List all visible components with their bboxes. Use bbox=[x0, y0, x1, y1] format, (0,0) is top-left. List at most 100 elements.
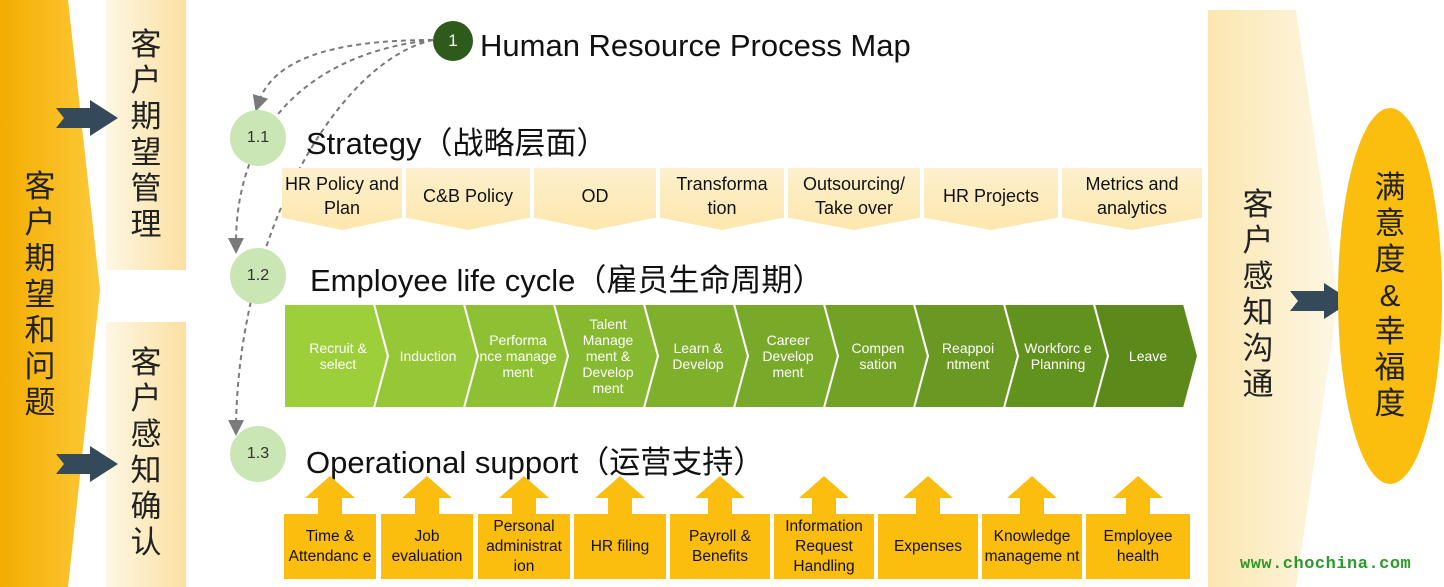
arrow-up-icon bbox=[1007, 476, 1057, 514]
section-title: Strategy（战略层面） bbox=[306, 126, 608, 161]
left-banner-char: 客 bbox=[24, 169, 56, 204]
right-banner-char: 户 bbox=[1242, 223, 1274, 258]
arrow-up-icon bbox=[402, 476, 452, 514]
support-item: Employee health bbox=[1086, 514, 1190, 579]
lifecycle-item: Leave bbox=[1128, 348, 1168, 364]
right-banner-text: 客户感知沟通 bbox=[1230, 187, 1286, 402]
strategy-tab-bg bbox=[282, 168, 402, 230]
strategy-tab-bg bbox=[660, 168, 784, 230]
strategy-item: C&B Policy bbox=[422, 186, 514, 206]
lifecycle-item: Compen sation bbox=[851, 340, 905, 372]
right-banner-char: 知 bbox=[1242, 295, 1274, 330]
lifecycle-item: Induction bbox=[399, 348, 457, 364]
perception-confirm-char: 客 bbox=[130, 345, 162, 380]
left-banner-shape bbox=[0, 0, 100, 587]
main-number: 1 bbox=[448, 31, 458, 50]
left-banner-text: 客户期望和问题 bbox=[14, 20, 66, 570]
main-number-badge: 1 bbox=[433, 21, 473, 61]
arrow-up-icon bbox=[499, 476, 549, 514]
arrow-up-icon bbox=[695, 476, 745, 514]
lifecycle-item: Workforc e Planning bbox=[1024, 340, 1092, 372]
left-banner-char: 题 bbox=[24, 385, 56, 420]
watermark: www.chochina.com bbox=[1240, 555, 1412, 574]
satisfaction-char: 福 bbox=[1374, 350, 1406, 385]
arrow-up-icon bbox=[903, 476, 953, 514]
support-item: Information Request Handling bbox=[774, 514, 874, 579]
section-number-badge: 1.2 bbox=[230, 248, 286, 304]
satisfaction-char: & bbox=[1379, 278, 1401, 313]
expect-mgmt-box bbox=[106, 0, 186, 270]
perception-confirm-char: 感 bbox=[130, 417, 162, 452]
support-item: Time & Attendanc e bbox=[284, 514, 376, 579]
perception-confirm-box bbox=[106, 322, 186, 587]
satisfaction-char: 满 bbox=[1374, 170, 1406, 205]
section-title: Operational support（运营支持） bbox=[306, 445, 765, 480]
lifecycle-item: Career Develop ment bbox=[762, 332, 814, 380]
satisfaction-ellipse bbox=[1338, 108, 1442, 484]
section-number-badge: 1.3 bbox=[230, 426, 286, 482]
expect-mgmt-char: 望 bbox=[130, 135, 162, 170]
perception-confirm-char: 知 bbox=[130, 453, 162, 488]
right-banner-shape bbox=[1208, 10, 1338, 587]
expect-mgmt-char: 理 bbox=[130, 207, 162, 242]
support-item: Expenses bbox=[878, 514, 978, 579]
arrow-right-icon bbox=[56, 100, 118, 136]
section-number-badge: 1.1 bbox=[230, 110, 286, 166]
expect-mgmt-char: 期 bbox=[130, 99, 162, 134]
arrow-right-icon bbox=[56, 446, 118, 482]
left-banner-char: 问 bbox=[24, 349, 56, 384]
strategy-item: HR Policy and Plan bbox=[284, 174, 400, 218]
support-item: Payroll & Benefits bbox=[670, 514, 770, 579]
satisfaction-char: 意 bbox=[1374, 206, 1406, 241]
page-title: Human Resource Process Map bbox=[480, 28, 911, 63]
lifecycle-item: Learn & Develop bbox=[672, 340, 724, 372]
strategy-tab-bg bbox=[406, 168, 530, 230]
strategy-item: Transforma tion bbox=[676, 174, 768, 218]
arrow-up-icon bbox=[799, 476, 849, 514]
strategy-item: OD bbox=[581, 186, 609, 206]
right-banner-char: 客 bbox=[1242, 187, 1274, 222]
support-item: HR filing bbox=[574, 514, 666, 579]
perception-confirm-char: 户 bbox=[130, 381, 162, 416]
lifecycle-item: Talent Manage ment & Develop ment bbox=[582, 316, 634, 396]
right-banner-char: 通 bbox=[1242, 367, 1274, 402]
support-item: Knowledge manageme nt bbox=[982, 514, 1082, 579]
arrow-up-icon bbox=[305, 476, 355, 514]
strategy-item: HR Projects bbox=[942, 186, 1040, 206]
arrow-up-icon bbox=[595, 476, 645, 514]
lifecycle-chevron bbox=[1092, 304, 1200, 409]
strategy-item: Outsourcing/ Take over bbox=[802, 174, 906, 218]
perception-confirm-char: 确 bbox=[130, 489, 162, 524]
lifecycle-item: Performa nce manage ment bbox=[479, 332, 557, 380]
strategy-tab-bg bbox=[1062, 168, 1202, 230]
section-number: 1.2 bbox=[246, 267, 270, 284]
lifecycle-item: Reappoi ntment bbox=[941, 340, 995, 372]
expect-mgmt-char: 户 bbox=[130, 63, 162, 98]
lifecycle-item: Recruit & select bbox=[309, 340, 367, 372]
support-item: Personal administrat ion bbox=[478, 514, 570, 579]
section-number: 1.3 bbox=[246, 445, 270, 462]
left-banner-char: 望 bbox=[24, 277, 56, 312]
right-banner-char: 感 bbox=[1242, 259, 1274, 294]
lifecycle-chevrons bbox=[284, 304, 1200, 409]
strategy-item: Metrics and analytics bbox=[1085, 174, 1179, 218]
left-banner-char: 期 bbox=[24, 241, 56, 276]
expect-mgmt-char: 管 bbox=[130, 171, 162, 206]
perception-confirm-char: 认 bbox=[130, 525, 162, 560]
satisfaction-text: 满意度&幸福度 bbox=[1362, 170, 1418, 421]
strategy-tab-bg bbox=[534, 168, 656, 230]
section-title: Employee life cycle（雇员生命周期） bbox=[310, 263, 824, 298]
satisfaction-char: 度 bbox=[1374, 242, 1406, 277]
satisfaction-char: 幸 bbox=[1374, 314, 1406, 349]
support-item: Job evaluation bbox=[381, 514, 473, 579]
strategy-tab-bg bbox=[788, 168, 920, 230]
right-banner-char: 沟 bbox=[1242, 331, 1274, 366]
expect-mgmt-char: 客 bbox=[130, 27, 162, 62]
left-banner-char: 户 bbox=[24, 205, 56, 240]
perception-confirm-text: 客户感知确认 bbox=[106, 345, 186, 560]
strategy-tab-bg bbox=[924, 168, 1058, 230]
expect-mgmt-text: 客户期望管理 bbox=[106, 27, 186, 242]
satisfaction-char: 度 bbox=[1374, 386, 1406, 421]
arrow-right-icon bbox=[1290, 283, 1352, 319]
